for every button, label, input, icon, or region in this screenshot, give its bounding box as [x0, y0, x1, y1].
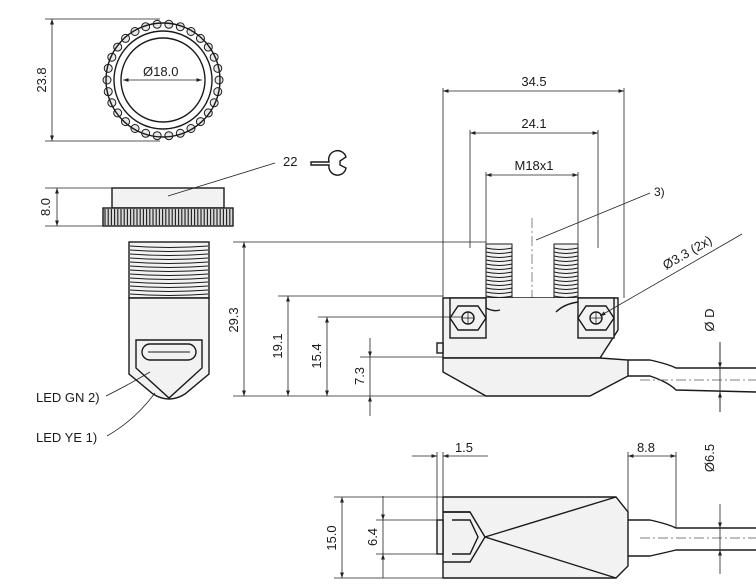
thread-line [553, 291, 579, 294]
cable-bottom [628, 375, 756, 393]
thread-line [129, 273, 209, 276]
dim-line-3-3 [599, 233, 743, 317]
callout-3-label: 3) [654, 185, 665, 199]
thread-line [485, 291, 513, 294]
led-gn-label: LED GN 2) [36, 390, 100, 405]
nut-side-upper [111, 187, 225, 209]
cable-top [628, 359, 756, 369]
callout-22-label: 22 [283, 154, 297, 169]
thread-line [485, 267, 513, 270]
nut-side-view: 8.0 22 [38, 149, 347, 227]
thread-line [553, 271, 579, 274]
dim-6-4-label: 6.4 [365, 528, 380, 546]
thread-line [485, 251, 513, 254]
callout-3-leader [535, 192, 651, 241]
dim-15-4-label: 15.4 [309, 343, 324, 368]
knurl-bump [121, 117, 131, 127]
dim-m18-label: M18x1 [514, 158, 553, 173]
thread-line [553, 259, 579, 262]
nut-bore-circle [120, 37, 206, 123]
front-housing [128, 297, 210, 400]
thread-line [553, 255, 579, 258]
thread-line [485, 283, 513, 286]
callout-22-leader [167, 162, 276, 197]
thread-line [129, 261, 209, 264]
thread-line [129, 277, 209, 280]
led-window [141, 343, 197, 361]
thread-line [553, 279, 579, 282]
knurl-bump [102, 75, 112, 85]
thread-line [485, 287, 513, 290]
led-ye-leader [106, 392, 156, 437]
dim-D-label: Ø D [702, 308, 717, 331]
thread-line [129, 289, 209, 292]
thread-line [553, 287, 579, 290]
knurl-bump [195, 117, 205, 127]
knurl-bump [214, 75, 224, 85]
front-lens-outline [135, 339, 203, 399]
thread-line [553, 275, 579, 278]
dim-23-8-label: 23.8 [34, 67, 49, 92]
nut-inner-circle [113, 30, 213, 130]
screw-hex-right [577, 305, 615, 331]
dim-15-0-label: 15.0 [324, 525, 339, 550]
bottom-body [442, 496, 629, 579]
thread-line [129, 253, 209, 256]
side-body-lower [442, 357, 629, 397]
thread-line [129, 245, 209, 248]
thread-line [485, 247, 513, 250]
thread-line [553, 283, 579, 286]
led-ye-label: LED YE 1) [36, 430, 97, 445]
spanner-icon [310, 149, 347, 176]
dim-8-0-label: 8.0 [38, 198, 53, 216]
dim-7-3-label: 7.3 [352, 367, 367, 385]
screw-hex-left [449, 305, 487, 331]
thread-line [129, 285, 209, 288]
dim-1-5-label: 1.5 [455, 440, 473, 455]
nut-outer-circle [105, 22, 221, 138]
thread-line [129, 281, 209, 284]
thread-line [485, 259, 513, 262]
thread-line [129, 257, 209, 260]
thread-line [553, 263, 579, 266]
thread-line [129, 265, 209, 268]
thread-line [485, 279, 513, 282]
dim-29-3-label: 29.3 [226, 307, 241, 332]
thread-line [129, 269, 209, 272]
thread-line [485, 275, 513, 278]
thread-line [485, 263, 513, 266]
dim-3-3-label: Ø3.3 (2x) [660, 232, 714, 272]
side-led-bump [436, 342, 444, 354]
led-gn-leader [105, 371, 151, 397]
thread-line [485, 255, 513, 258]
dim-24-1-label: 24.1 [521, 116, 546, 131]
nut-side-knurled-band [102, 207, 234, 227]
sensor-bottom-view: 1.5 8.8 Ø6.5 15.0 6.4 [324, 440, 756, 579]
dim-19-1-label: 19.1 [270, 333, 285, 358]
thread-line [553, 251, 579, 254]
sensor-front-view: LED GN 2) LED YE 1) [36, 241, 210, 445]
knurl-bump [121, 33, 131, 43]
thread-line [553, 267, 579, 270]
thread-line [485, 271, 513, 274]
dim-8-8-label: 8.8 [637, 440, 655, 455]
nut-top-view: Ø18.0 23.8 [34, 18, 224, 142]
dim-34-5-label: 34.5 [521, 74, 546, 89]
thread-line [129, 249, 209, 252]
knurl-bump [195, 33, 205, 43]
dim-6-5-label: Ø6.5 [702, 444, 717, 472]
thread-line [129, 293, 209, 296]
dim-18-0-label: Ø18.0 [143, 64, 178, 79]
thread-line [553, 247, 579, 250]
bottom-led-edge [436, 519, 444, 555]
sensor-side-view: 34.5 24.1 M18x1 3) Ø3.3 (2x) Ø D 29.3 19… [226, 74, 756, 416]
